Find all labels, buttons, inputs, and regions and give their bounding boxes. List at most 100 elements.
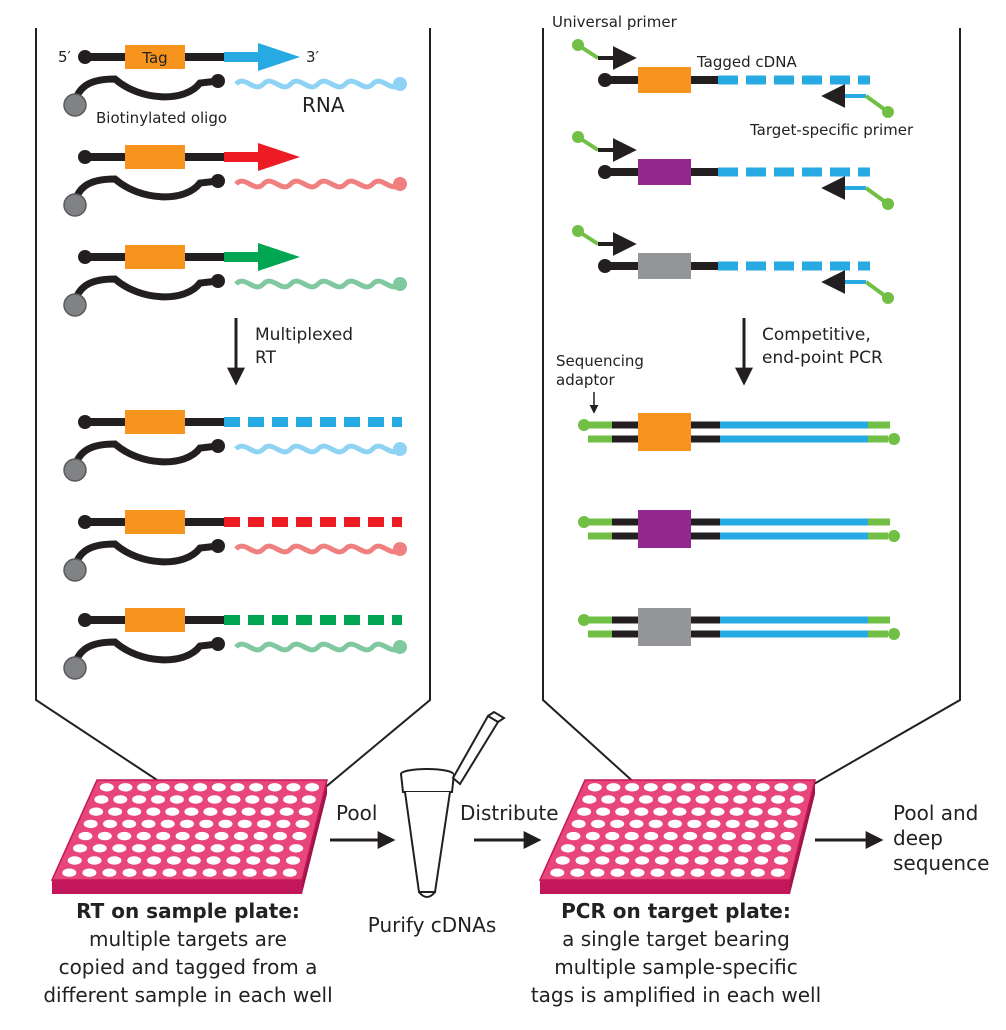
- plate-well: [691, 807, 706, 816]
- plate-well: [710, 807, 725, 816]
- plate-well: [582, 795, 597, 804]
- tag-label: Tag: [141, 49, 167, 67]
- plate-well: [117, 831, 132, 841]
- plate-well: [650, 868, 665, 877]
- tag-box: [638, 608, 691, 646]
- plate-well: [706, 819, 721, 829]
- right-panel: Universal primer Tagged cDNA Target-spec…: [552, 13, 914, 646]
- plate-well: [188, 795, 203, 804]
- five-prime-label: 5′: [58, 48, 72, 66]
- plate-well: [132, 795, 147, 804]
- biotinylated-oligo-label: Biotinylated oligo: [96, 109, 227, 127]
- universal-primer: [576, 229, 600, 246]
- primer-end: [882, 106, 894, 118]
- rna-strand: [234, 543, 402, 555]
- plate-well: [137, 783, 152, 792]
- plate-well: [752, 795, 767, 804]
- plate-well: [295, 819, 310, 829]
- plate-well: [257, 819, 271, 829]
- plate-well: [733, 795, 748, 804]
- plate-well: [222, 868, 237, 877]
- tagged-cdna: [572, 225, 894, 304]
- plate-well: [211, 783, 226, 792]
- tag-box: [638, 159, 691, 185]
- right-constructs: [572, 39, 900, 646]
- adaptor-end: [888, 433, 900, 445]
- construct-post-rt: [63, 608, 407, 680]
- plate-well: [186, 856, 201, 865]
- plate-well: [234, 831, 248, 841]
- biotinylated-strand: [71, 175, 219, 203]
- plate-well: [226, 856, 241, 865]
- plate-well: [162, 868, 177, 877]
- plate-well: [550, 868, 565, 877]
- plate-well: [202, 868, 217, 877]
- plate-well: [97, 831, 112, 841]
- plate-well: [78, 831, 93, 841]
- plate-top: [538, 779, 816, 881]
- pcr-caption-title: PCR on target plate:: [561, 899, 791, 923]
- pool-sequence-line2: deep: [893, 826, 943, 850]
- plate-well: [635, 856, 650, 865]
- adaptor-end: [888, 530, 900, 542]
- plate-well: [610, 868, 625, 877]
- plate-well: [730, 868, 745, 877]
- pool-sequence-line3: sequence: [893, 851, 989, 875]
- plate-well: [566, 831, 581, 841]
- rt-caption-title: RT on sample plate:: [76, 899, 300, 923]
- extension-arrowhead: [258, 243, 300, 271]
- plate-well: [585, 831, 600, 841]
- plate-well: [175, 831, 190, 841]
- construct-pre-rt: [63, 243, 407, 317]
- plate-well: [615, 856, 630, 865]
- tag-box: [125, 145, 185, 169]
- rna-end: [393, 640, 407, 654]
- plate-well: [699, 783, 714, 792]
- plate-well: [596, 807, 611, 816]
- plate-well: [702, 831, 717, 841]
- biotinylated-strand: [71, 75, 219, 103]
- plate-well: [190, 844, 205, 853]
- primer-end: [882, 292, 894, 304]
- plate-well: [264, 795, 279, 804]
- plate-well: [771, 795, 786, 804]
- plate-well: [630, 868, 645, 877]
- plate-well: [193, 783, 208, 792]
- plate-well: [601, 795, 616, 804]
- biotin-bead: [63, 193, 87, 217]
- universal-primer: [576, 135, 600, 152]
- plate-well: [741, 831, 756, 841]
- adaptor-label-line2: adaptor: [556, 371, 615, 389]
- biotin-bead: [63, 93, 87, 117]
- plate-well: [289, 844, 304, 853]
- plate-well: [286, 783, 301, 792]
- plate-well: [160, 819, 175, 829]
- plate-well: [276, 819, 291, 829]
- strand-end-knob: [211, 637, 225, 651]
- strand-end-knob: [211, 274, 225, 288]
- pcr-product: [578, 608, 900, 646]
- plate-well: [690, 868, 705, 877]
- sample-plate: [50, 779, 328, 894]
- plate-well: [674, 856, 689, 865]
- plate-well: [620, 795, 635, 804]
- plate-well: [171, 844, 186, 853]
- rt-caption-line3: different sample in each well: [43, 983, 332, 1007]
- plate-well: [654, 856, 669, 865]
- strand-end-knob: [211, 439, 225, 453]
- pool-label: Pool: [336, 801, 377, 825]
- plate-well: [180, 819, 194, 829]
- construct-post-rt: [63, 410, 407, 482]
- plate-well: [755, 783, 770, 792]
- pcr-step-label-line2: end-point PCR: [762, 348, 883, 368]
- plate-well: [73, 844, 87, 853]
- adaptor-end: [888, 628, 900, 640]
- plate-well: [89, 807, 104, 816]
- construct-pre-rt: [63, 143, 407, 217]
- plate-well: [102, 868, 117, 877]
- plate-well: [298, 807, 313, 816]
- plate-well: [764, 819, 779, 829]
- rna-label: RNA: [302, 93, 345, 117]
- tag-box: [638, 413, 691, 451]
- plate-well: [672, 807, 687, 816]
